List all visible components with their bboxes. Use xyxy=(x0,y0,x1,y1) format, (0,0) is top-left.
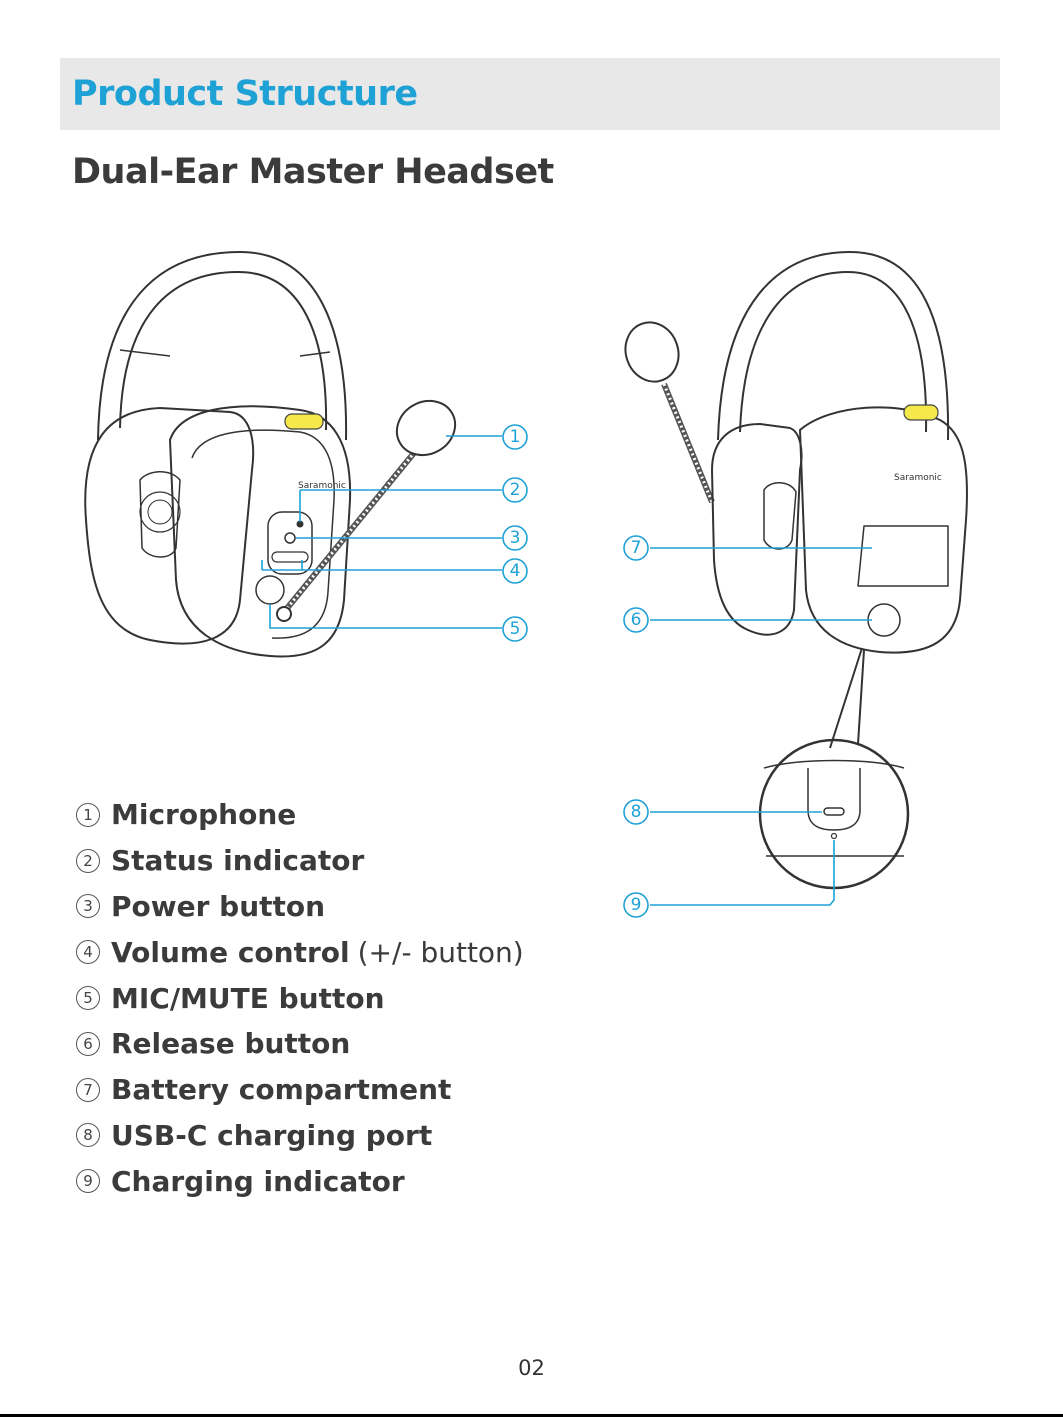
item-name: Charging indicator xyxy=(111,1165,405,1198)
item-suffix: (+/- button) xyxy=(358,936,524,969)
item-name: Power button xyxy=(111,890,325,923)
item-number: 6 xyxy=(76,1032,100,1056)
item-number: 2 xyxy=(76,849,100,873)
list-item: 8 USB-C charging port xyxy=(76,1113,524,1159)
callout-8: 8 xyxy=(631,802,642,822)
item-name: Battery compartment xyxy=(111,1073,451,1106)
callout-lines-right xyxy=(650,548,872,905)
brand-logo-right: Saramonic xyxy=(894,473,942,483)
list-item: 7 Battery compartment xyxy=(76,1067,524,1113)
item-name: Volume control xyxy=(111,936,350,969)
list-item: 3 Power button xyxy=(76,884,524,930)
list-item: 5 MIC/MUTE button xyxy=(76,975,524,1021)
item-number: 5 xyxy=(76,986,100,1010)
headset-front-view: Saramonic xyxy=(85,252,465,657)
item-name: Release button xyxy=(111,1027,350,1060)
item-number: 8 xyxy=(76,1123,100,1147)
parts-list: 1 Microphone 2 Status indicator 3 Power but… xyxy=(76,792,524,1204)
item-name: USB-C charging port xyxy=(111,1119,432,1152)
callout-3: 3 xyxy=(510,528,521,548)
item-number: 9 xyxy=(76,1169,100,1193)
item-name: Status indicator xyxy=(111,844,364,877)
callout-markers xyxy=(503,425,648,917)
callout-7: 7 xyxy=(631,538,642,558)
item-number: 3 xyxy=(76,894,100,918)
callout-1: 1 xyxy=(510,427,521,447)
item-name: Microphone xyxy=(111,798,296,831)
list-item: 1 Microphone xyxy=(76,792,524,838)
callout-6: 6 xyxy=(631,610,642,630)
item-name: MIC/MUTE button xyxy=(111,982,385,1015)
list-item: 4 Volume control(+/- button) xyxy=(76,929,524,975)
item-number: 1 xyxy=(76,803,100,827)
callout-2: 2 xyxy=(510,480,521,500)
page-number: 02 xyxy=(0,1356,1063,1380)
list-item: 6 Release button xyxy=(76,1021,524,1067)
list-item: 9 Charging indicator xyxy=(76,1158,524,1204)
list-item: 2 Status indicator xyxy=(76,838,524,884)
callout-4: 4 xyxy=(510,561,521,581)
headset-back-view: Saramonic xyxy=(617,252,967,888)
callout-9: 9 xyxy=(631,895,642,915)
callout-5: 5 xyxy=(510,619,521,639)
item-number: 7 xyxy=(76,1078,100,1102)
item-number: 4 xyxy=(76,940,100,964)
